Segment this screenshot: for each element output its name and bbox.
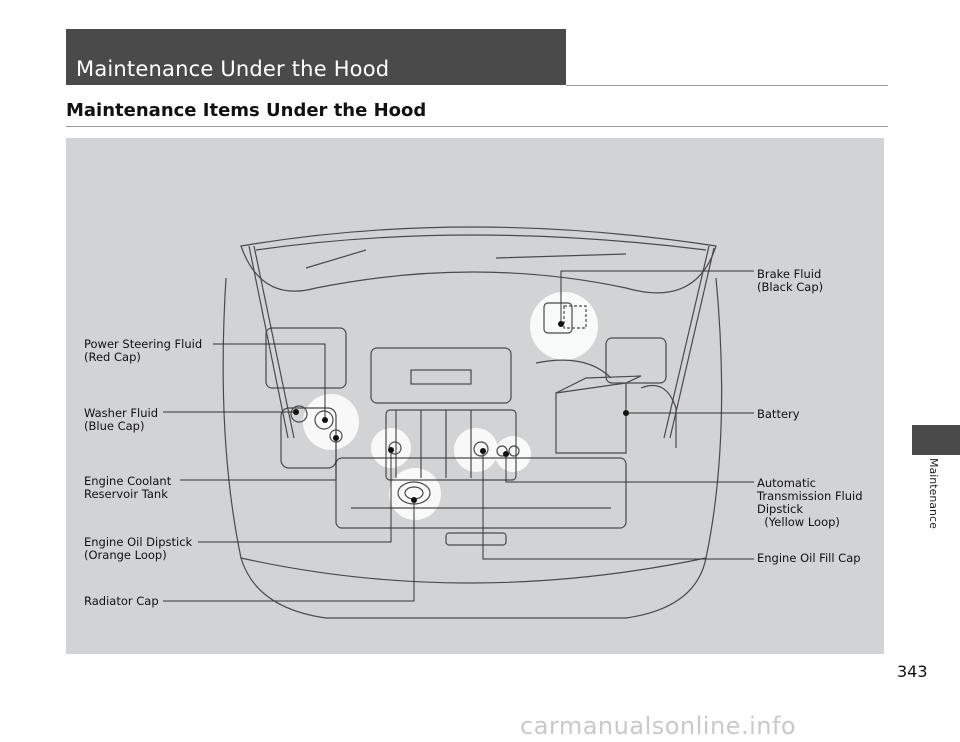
label-battery: Battery	[757, 407, 800, 421]
label-engine-oil-dipstick: Engine Oil Dipstick (Orange Loop)	[84, 535, 193, 562]
page-number: 343	[897, 662, 928, 681]
chapter-banner: Maintenance Under the Hood	[66, 29, 566, 85]
section-rule	[66, 126, 888, 127]
label-radiator-cap: Radiator Cap	[84, 594, 159, 608]
label-engine-coolant-reservoir: Engine Coolant Reservoir Tank	[84, 474, 172, 501]
section-title: Maintenance Items Under the Hood	[66, 100, 427, 121]
label-washer-fluid: Washer Fluid (Blue Cap)	[84, 406, 159, 433]
watermark: carmanualsonline.info	[520, 712, 797, 740]
chapter-title: Maintenance Under the Hood	[76, 57, 390, 81]
label-power-steering-fluid: Power Steering Fluid (Red Cap)	[84, 337, 203, 364]
label-brake-fluid: Brake Fluid (Black Cap)	[757, 267, 824, 294]
engine-bay-figure: Power Steering Fluid (Red Cap) Washer Fl…	[66, 138, 884, 654]
label-engine-oil-fill-cap: Engine Oil Fill Cap	[757, 551, 861, 565]
side-tab	[912, 425, 960, 455]
banner-rule	[566, 85, 888, 86]
engine-bay-illustration	[163, 226, 754, 619]
label-atf-dipstick: Automatic Transmission Fluid Dipstick (Y…	[757, 476, 863, 529]
side-tab-label: Maintenance	[927, 458, 940, 529]
